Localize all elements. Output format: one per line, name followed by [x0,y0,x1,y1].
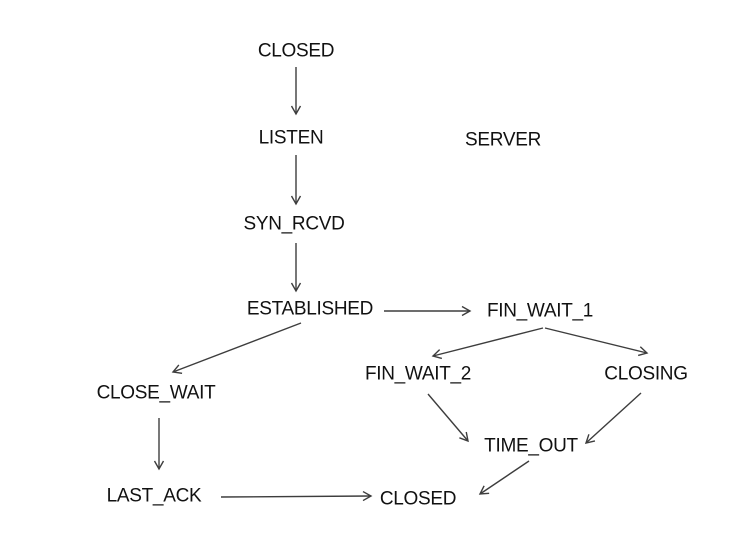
state-closed-bottom: CLOSED [379,488,457,510]
state-close-wait: CLOSE_WAIT [96,382,216,404]
edge-fin-wait-2-to-time-out [427,393,469,443]
state-closed-top: CLOSED [257,40,335,62]
state-closing: CLOSING [604,363,688,385]
edge-established-to-close-wait [171,322,302,375]
edge-time-out-to-closed [478,460,530,495]
state-fin-wait-1: FIN_WAIT_1 [486,300,594,322]
state-time-out: TIME_OUT [484,435,578,457]
state-fin-wait-2: FIN_WAIT_2 [364,363,472,385]
edge-last-ack-to-closed [220,490,373,502]
edge-closing-to-time-out [584,392,642,444]
state-last-ack: LAST_ACK [106,485,202,507]
edge-fin-wait-1-to-closing [544,327,649,357]
server-annotation: SERVER [465,129,541,151]
edge-fin-wait-1-to-fin-wait-2 [431,327,544,360]
state-listen: LISTEN [258,127,324,149]
state-syn-rcvd: SYN_RCVD [243,213,345,235]
state-established: ESTABLISHED [246,298,374,320]
